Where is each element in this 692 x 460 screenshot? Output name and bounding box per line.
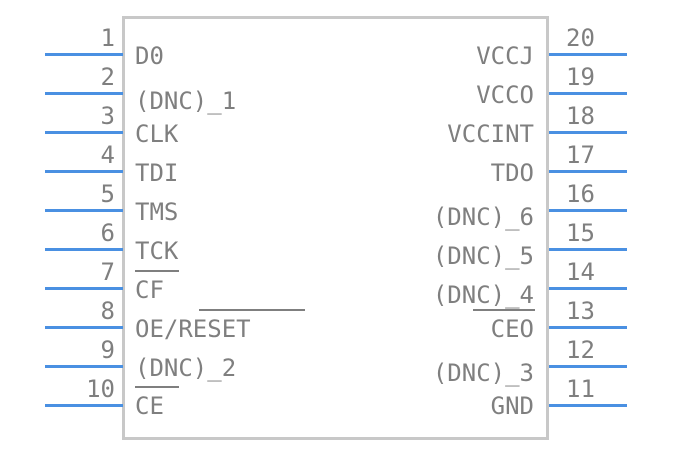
pin-3-line[interactable] [45,131,123,134]
cf-overline [135,270,179,272]
pin-16-label: (DNC)_6 [432,203,534,231]
pin-19-number: 19 [566,63,595,91]
pin-7-label: CF [135,276,164,304]
pin-10-line[interactable] [45,404,123,407]
pin-4-number: 4 [100,141,115,169]
pin-20-line[interactable] [549,53,627,56]
pin-13-number: 13 [566,297,595,325]
pin-2-label: (DNC)_1 [135,87,237,115]
pin-4-label: TDI [135,159,179,187]
pin-11-number: 11 [566,375,595,403]
pin-5-line[interactable] [45,209,123,212]
pin-1-line[interactable] [45,53,123,56]
ceo-overline [473,309,535,311]
pin-16-line[interactable] [549,209,627,212]
pin-1-label: D0 [135,42,164,70]
pin-3-number: 3 [100,102,115,130]
pin-15-number: 15 [566,219,595,247]
pin-8-number: 8 [100,297,115,325]
pin-1-number: 1 [100,24,115,52]
pin-2-line[interactable] [45,92,123,95]
pin-12-number: 12 [566,336,595,364]
ic-body [122,16,549,440]
pin-8-line[interactable] [45,326,123,329]
pin-8-label: OE/RESET [135,315,251,343]
pin-4-line[interactable] [45,170,123,173]
pin-14-number: 14 [566,258,595,286]
pin-18-label: VCCINT [447,120,534,148]
pin-20-number: 20 [566,24,595,52]
ce-overline [135,386,179,388]
pin-6-label: TCK [135,237,179,265]
pin-18-number: 18 [566,102,595,130]
pin-11-label: GND [490,392,534,420]
pin-19-label: VCCO [476,81,534,109]
pin-17-number: 17 [566,141,595,169]
pin-9-number: 9 [100,336,115,364]
pin-10-label: CE [135,392,164,420]
pin-3-label: CLK [135,120,179,148]
pin-6-line[interactable] [45,248,123,251]
pin-6-number: 6 [100,219,115,247]
pin-13-label: CEO [490,315,534,343]
reset-overline [199,309,305,311]
pin-15-line[interactable] [549,248,627,251]
pin-2-number: 2 [100,63,115,91]
pin-5-number: 5 [100,180,115,208]
pin-19-line[interactable] [549,92,627,95]
pin-7-number: 7 [100,258,115,286]
pin-5-label: TMS [135,198,179,226]
pin-12-label: (DNC)_3 [432,359,534,387]
pin-14-line[interactable] [549,287,627,290]
pin-17-label: TDO [490,159,534,187]
pin-7-line[interactable] [45,287,123,290]
pin-12-line[interactable] [549,365,627,368]
pin-20-label: VCCJ [476,42,534,70]
pin-10-number: 10 [86,375,115,403]
pin-11-line[interactable] [549,404,627,407]
pin-9-line[interactable] [45,365,123,368]
pin-16-number: 16 [566,180,595,208]
pin-15-label: (DNC)_5 [432,242,534,270]
pin-14-label: (DNC)_4 [432,281,534,309]
pin-9-label: (DNC)_2 [135,354,237,382]
pin-18-line[interactable] [549,131,627,134]
pin-13-line[interactable] [549,326,627,329]
pin-17-line[interactable] [549,170,627,173]
